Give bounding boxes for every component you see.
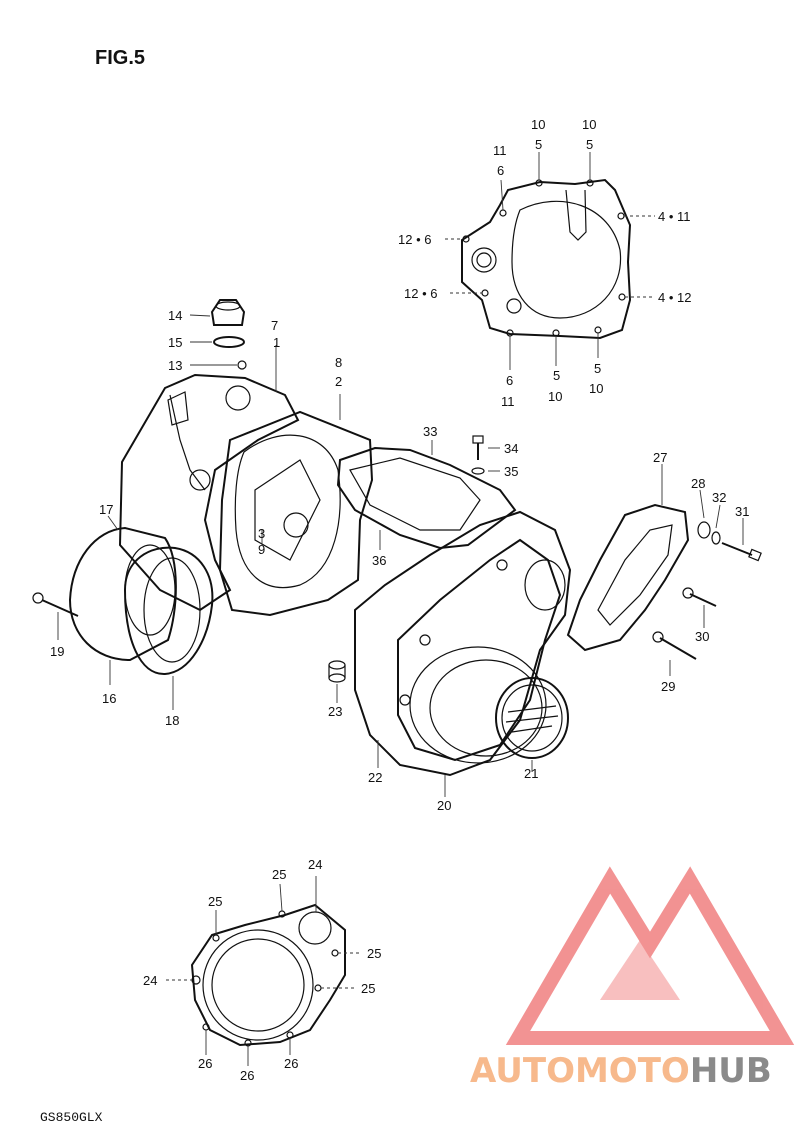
oil-filler-cap: [210, 299, 246, 326]
callout-label: 26: [284, 1056, 298, 1071]
bolt-29: [652, 631, 697, 660]
watermark-logo: [505, 866, 795, 1045]
callout-label: 6: [497, 163, 504, 178]
callout-label: 30: [695, 629, 709, 644]
callout-label: 31: [735, 504, 749, 519]
gasket-18: [123, 546, 214, 676]
callout-label: 24: [143, 973, 157, 988]
callout-label: 5: [535, 137, 542, 152]
callout-label: 5: [586, 137, 593, 152]
callout-label: 22: [368, 770, 382, 785]
callout-label: 5: [594, 361, 601, 376]
callout-label: 28: [691, 476, 705, 491]
callout-label: 9: [258, 542, 265, 557]
watermark-text: AUTOMOTOHUB: [470, 1051, 772, 1091]
clutch-cover-gasket: [354, 510, 572, 777]
callout-label: 34: [504, 441, 518, 456]
gasket-32: [711, 531, 721, 545]
callout-label: 33: [423, 424, 437, 439]
starter-cover: [566, 503, 690, 652]
callout-label: 36: [372, 553, 386, 568]
callout-label: 11: [493, 143, 507, 158]
watermark-word-a: AUTOMOTO: [470, 1051, 690, 1091]
crankcase-cover: [118, 373, 300, 612]
callout-label: 11: [501, 394, 515, 409]
bolt-30: [682, 587, 717, 607]
cover-gasket: [218, 410, 374, 617]
generator-cover-leaders: [445, 152, 655, 370]
watermark-word-b: HUB: [690, 1051, 772, 1091]
callout-label: 7: [271, 318, 278, 333]
callout-label: 10: [589, 381, 603, 396]
plug-bolt: [237, 360, 247, 370]
callout-label: 17: [99, 502, 113, 517]
callout-label: 27: [653, 450, 667, 465]
brand-plug: [495, 677, 569, 759]
callout-label: 29: [661, 679, 675, 694]
callout-label: 18: [165, 713, 179, 728]
callout-label: 2: [335, 374, 342, 389]
figure-title: FIG.5: [95, 47, 145, 69]
signal-cover: [336, 446, 517, 550]
bottom-cover: [190, 903, 346, 1047]
callout-label: 21: [524, 766, 538, 781]
callout-label: 12 • 6: [404, 286, 437, 301]
callout-label: 10: [548, 389, 562, 404]
callout-label: 12 • 6: [398, 232, 431, 247]
bolt-19: [32, 592, 79, 617]
callout-label: 25: [208, 894, 222, 909]
washer-35: [471, 467, 485, 475]
callout-label: 26: [198, 1056, 212, 1071]
bolt-31: [721, 542, 762, 562]
callout-label: 24: [308, 857, 322, 872]
model-code: GS850GLX: [40, 1110, 103, 1125]
dowel-pin-23: [328, 660, 346, 683]
callout-label: 25: [361, 981, 375, 996]
callout-label: 6: [506, 373, 513, 388]
bolt-34: [472, 435, 484, 460]
callout-label: 15: [168, 335, 182, 350]
washer-28: [697, 521, 711, 539]
callout-label: 4 • 12: [658, 290, 691, 305]
callout-label: 13: [168, 358, 182, 373]
callout-label: 5: [553, 368, 560, 383]
callout-labels: 10 5 10 5 11 6 4 • 11 12 • 6 12 • 6 4 • …: [50, 117, 749, 1083]
callout-label: 10: [582, 117, 596, 132]
callout-label: 1: [273, 335, 280, 350]
callout-label: 10: [531, 117, 545, 132]
callout-label: 8: [335, 355, 342, 370]
callout-label: 16: [102, 691, 116, 706]
callout-label: 3: [258, 526, 265, 541]
generator-cover: [461, 178, 632, 340]
callout-label: 25: [367, 946, 381, 961]
o-ring: [213, 336, 245, 348]
callout-label: 23: [328, 704, 342, 719]
callout-label: 35: [504, 464, 518, 479]
callout-label: 25: [272, 867, 286, 882]
callout-label: 26: [240, 1068, 254, 1083]
callout-label: 20: [437, 798, 451, 813]
callout-label: 14: [168, 308, 182, 323]
callout-label: 4 • 11: [658, 209, 691, 224]
bottom-cover-leaders: [166, 876, 362, 1066]
callout-label: 32: [712, 490, 726, 505]
callout-label: 19: [50, 644, 64, 659]
